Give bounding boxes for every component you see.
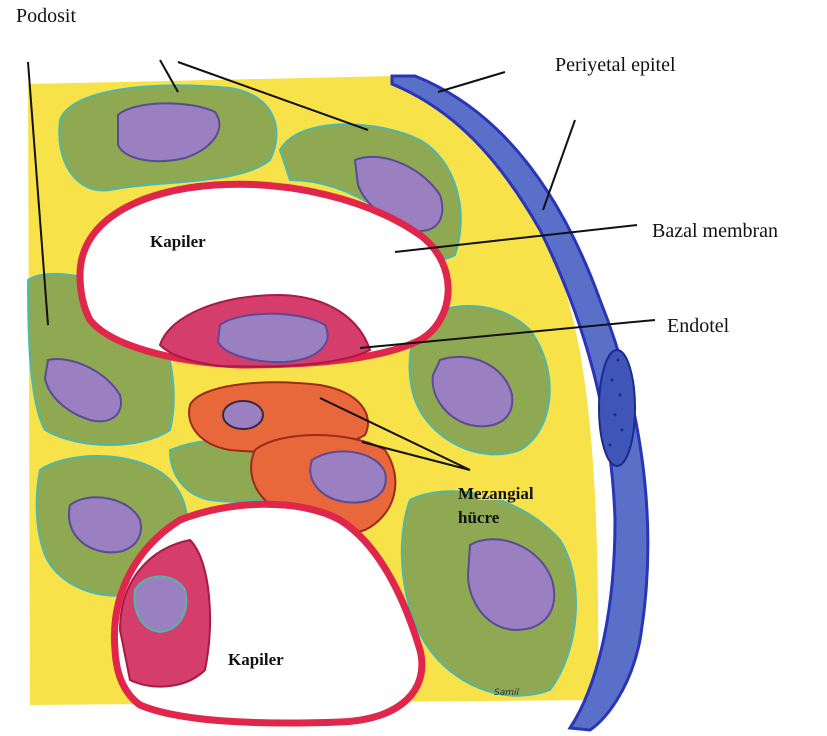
leader-periyetal-1 bbox=[438, 72, 505, 92]
label-kapiler-top: Kapiler bbox=[150, 232, 206, 252]
label-periyetal-epitel: Periyetal epitel bbox=[555, 54, 676, 77]
endothelium-bottom-nucleus bbox=[134, 577, 186, 633]
endothelium-top-nucleus bbox=[218, 314, 328, 362]
parietal-nucleus bbox=[599, 350, 635, 466]
label-bazal-membran: Bazal membran bbox=[652, 220, 778, 243]
label-mezangial-line1: Mezangial bbox=[458, 484, 534, 504]
label-mezangial-line2: hücre bbox=[458, 508, 499, 528]
label-kapiler-bottom: Kapiler bbox=[228, 650, 284, 670]
mesangial-nucleus-upper bbox=[223, 401, 263, 429]
label-endotel: Endotel bbox=[667, 315, 729, 338]
label-podosit: Podosit bbox=[16, 5, 76, 28]
artist-signature: Samil bbox=[494, 688, 519, 698]
leader-periyetal-2 bbox=[543, 120, 575, 210]
